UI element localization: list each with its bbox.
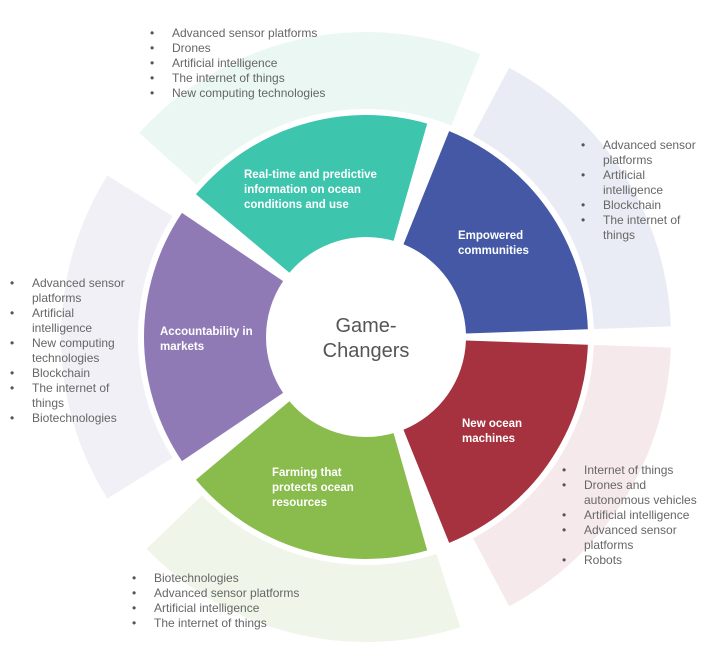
segment-title-empowered: Empowered communities — [458, 230, 529, 257]
tech-item: Advanced sensor platforms — [150, 26, 390, 41]
segment-machines — [403, 340, 588, 543]
tech-item: Advanced sensor platforms — [562, 523, 712, 553]
tech-item: Artificial intelligence — [581, 168, 701, 198]
tech-item: New computing technologies — [150, 86, 390, 101]
segment-title-accountability: Accountability in markets — [160, 326, 253, 353]
tech-item: Advanced sensor platforms — [132, 586, 352, 601]
tech-item: Advanced sensor platforms — [10, 276, 130, 306]
tech-item: Blockchain — [10, 366, 130, 381]
tech-item: Blockchain — [581, 198, 701, 213]
tech-list-machines: Internet of thingsDrones and autonomous … — [562, 463, 712, 568]
center-circle — [270, 241, 462, 433]
tech-item: Advanced sensor platforms — [581, 138, 701, 168]
segment-empowered — [403, 131, 588, 334]
segment-title-farming: Farming that protects ocean resources — [272, 467, 354, 509]
segment-realtime — [195, 114, 428, 273]
tech-item: The internet of things — [132, 616, 352, 631]
segment-title-realtime: Real-time and predictive information on … — [244, 169, 377, 211]
segment-title-machines: New ocean machines — [462, 418, 523, 445]
tech-item: The internet of things — [10, 381, 130, 411]
tech-item: New computing technologies — [10, 336, 130, 366]
tech-item: Biotechnologies — [132, 571, 352, 586]
center-title: Game- Changers — [306, 314, 426, 364]
tech-item: Drones and autonomous vehicles — [562, 478, 712, 508]
tech-item: Internet of things — [562, 463, 712, 478]
tech-item: Artificial intelligence — [10, 306, 130, 336]
tech-item: Biotechnologies — [10, 411, 130, 426]
segment-accountability — [143, 212, 284, 462]
tech-list-accountability: Advanced sensor platformsArtificial inte… — [10, 276, 130, 426]
tech-list-realtime: Advanced sensor platformsDronesArtificia… — [150, 26, 390, 101]
tech-item: Robots — [562, 553, 712, 568]
tech-item: The internet of things — [150, 71, 390, 86]
center-title-line1: Game- — [335, 315, 397, 337]
tech-item: Drones — [150, 41, 390, 56]
tech-item: Artificial intelligence — [150, 56, 390, 71]
center-title-line2: Changers — [322, 340, 410, 362]
tech-list-farming: BiotechnologiesAdvanced sensor platforms… — [132, 571, 352, 631]
tech-item: Artificial intelligence — [562, 508, 712, 523]
tech-list-empowered: Advanced sensor platformsArtificial inte… — [581, 138, 701, 243]
outer-segment-empowered — [473, 67, 671, 330]
segment-farming — [195, 401, 428, 559]
tech-item: Artificial intelligence — [132, 601, 352, 616]
tech-item: The internet of things — [581, 213, 701, 243]
